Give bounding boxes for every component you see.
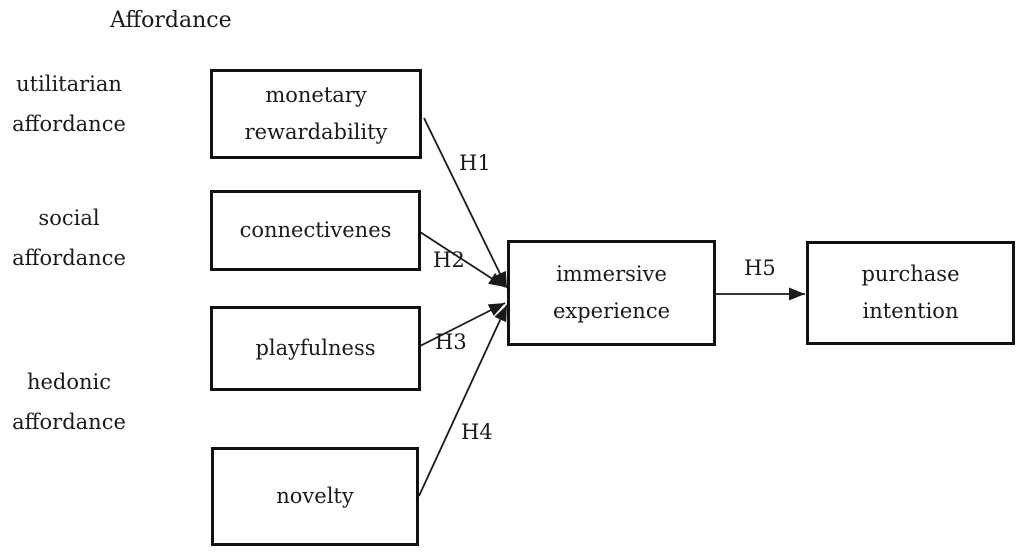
box-label: playfulness bbox=[255, 336, 376, 360]
box-monetary-rewardability: monetary rewardability bbox=[210, 69, 422, 159]
box-label: rewardability bbox=[244, 120, 388, 144]
figure-title: Affordance bbox=[110, 8, 232, 33]
box-immersive-experience: immersive experience bbox=[507, 240, 716, 346]
label-line: affordance bbox=[12, 112, 126, 136]
box-label: connectivenes bbox=[239, 218, 392, 242]
label-line: affordance bbox=[12, 410, 126, 434]
label-line: hedonic bbox=[26, 370, 112, 394]
box-label: purchase bbox=[861, 262, 960, 286]
box-novelty: novelty bbox=[211, 447, 419, 546]
h2-label: H2 bbox=[433, 248, 465, 272]
label-line: utilitarian bbox=[16, 72, 122, 96]
h4-label: H4 bbox=[461, 420, 493, 444]
label-social-affordance: social affordance bbox=[3, 198, 135, 278]
h5-label: H5 bbox=[744, 256, 776, 280]
h1-label: H1 bbox=[459, 151, 491, 175]
h3-label: H3 bbox=[435, 330, 467, 354]
box-label: experience bbox=[552, 299, 671, 323]
box-label: novelty bbox=[276, 484, 354, 508]
label-line: social bbox=[38, 206, 100, 230]
box-purchase-intention: purchase intention bbox=[806, 241, 1015, 345]
box-connectiveness: connectivenes bbox=[210, 190, 421, 271]
label-utilitarian-affordance: utilitarian affordance bbox=[3, 64, 135, 144]
box-label: intention bbox=[862, 299, 959, 323]
label-line: affordance bbox=[12, 246, 126, 270]
box-playfulness: playfulness bbox=[210, 306, 421, 391]
box-label: immersive bbox=[556, 262, 667, 286]
box-label: monetary bbox=[265, 83, 367, 107]
label-hedonic-affordance: hedonic affordance bbox=[3, 362, 135, 442]
